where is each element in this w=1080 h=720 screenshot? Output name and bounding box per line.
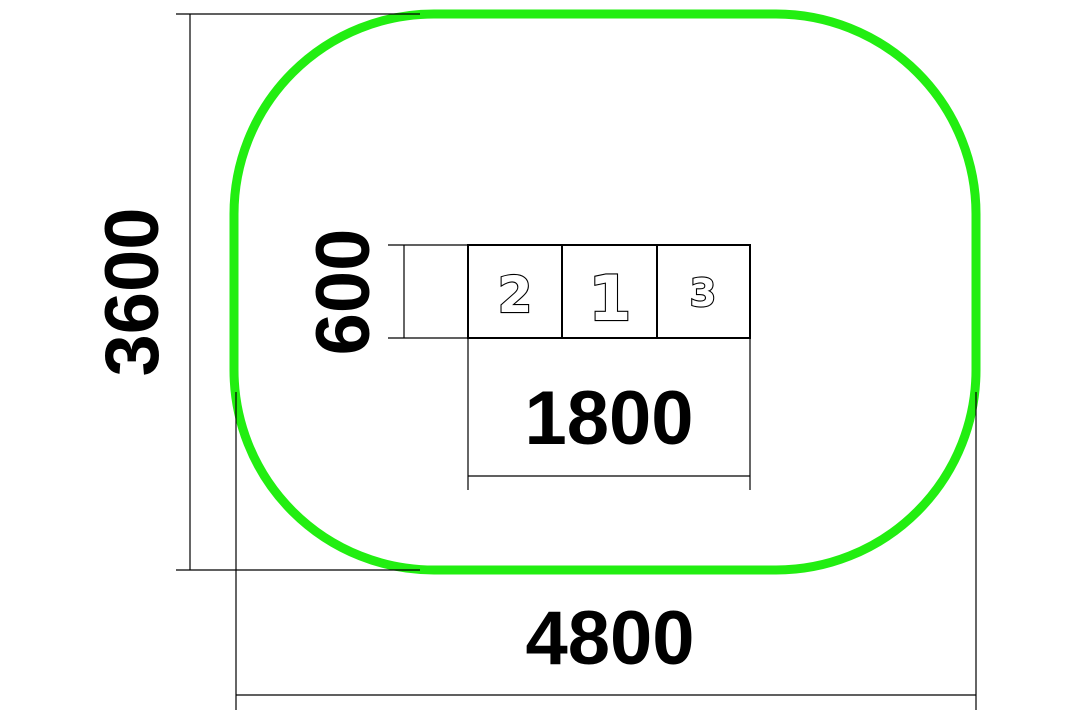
dimension-label-4800: 4800	[525, 596, 694, 681]
dimension-overall-height: 3600	[90, 13, 420, 571]
podium-box-second	[467, 244, 563, 339]
place-number-third: 3	[690, 271, 716, 315]
area-boundary	[229, 9, 981, 575]
podium: 2 1 3	[467, 244, 751, 339]
place-number-first: 1	[588, 262, 631, 335]
dimension-label-600: 600	[301, 229, 386, 356]
podium-box-third	[656, 244, 751, 339]
dimension-label-1800: 1800	[524, 376, 693, 461]
dimension-podium-width: 1800	[467, 338, 751, 490]
place-number-second: 2	[498, 266, 533, 324]
podium-box-first	[561, 244, 658, 339]
dimension-overall-width: 4800	[235, 392, 977, 710]
dimension-label-3600: 3600	[90, 207, 175, 376]
dimension-podium-height: 600	[301, 229, 468, 356]
